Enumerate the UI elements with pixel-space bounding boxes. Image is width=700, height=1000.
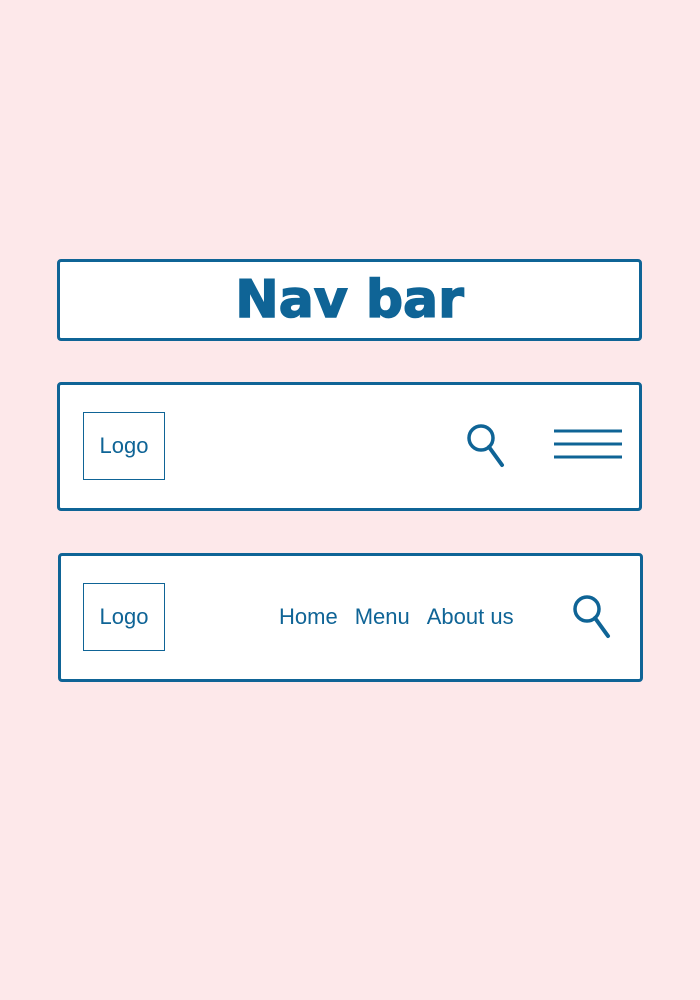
nav-link-about-us[interactable]: About us [426, 604, 514, 629]
nav-bar-mobile: Logo [57, 382, 642, 511]
logo[interactable]: Logo [83, 412, 165, 480]
search-icon[interactable] [572, 594, 616, 649]
nav-link-home[interactable]: Home [279, 604, 338, 629]
logo[interactable]: Logo [83, 583, 165, 651]
nav-bar-desktop: Logo Home Menu About us [58, 553, 643, 682]
title-banner: Nav bar [57, 259, 642, 341]
nav-links: Home Menu About us [279, 604, 514, 630]
nav-link-menu[interactable]: Menu [354, 604, 410, 629]
search-icon[interactable] [466, 423, 510, 478]
hamburger-menu-icon[interactable] [553, 427, 623, 470]
page-title: Nav bar [234, 270, 464, 330]
